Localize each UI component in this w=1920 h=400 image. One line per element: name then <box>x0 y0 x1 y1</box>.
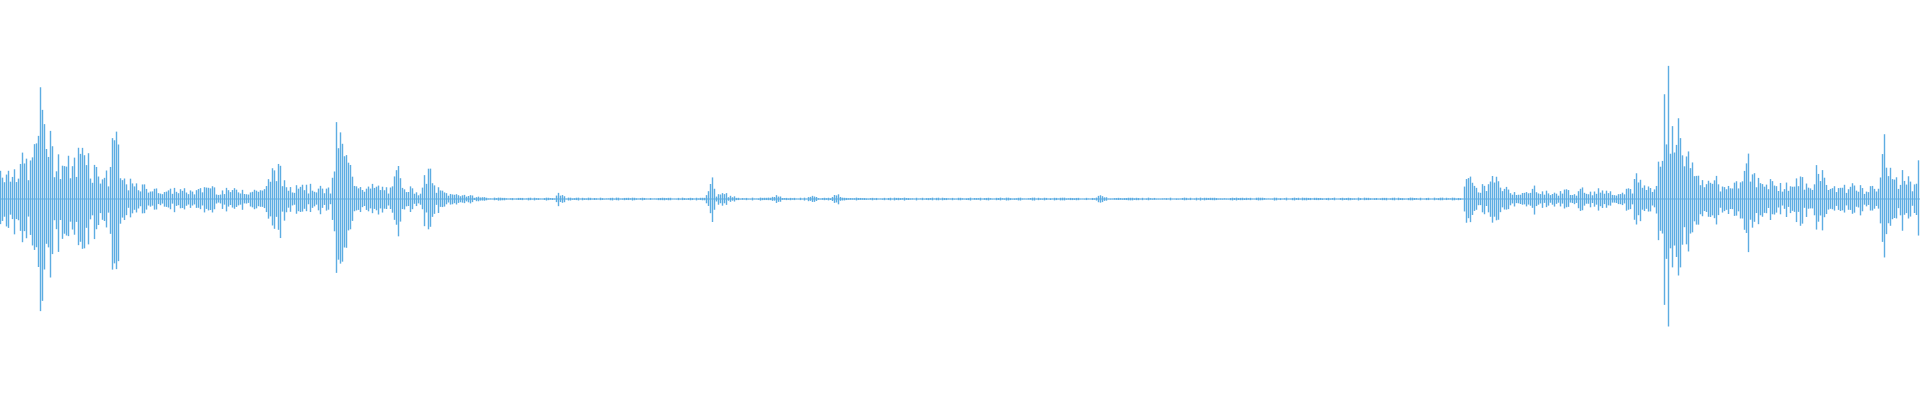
waveform-bars <box>0 65 1920 327</box>
